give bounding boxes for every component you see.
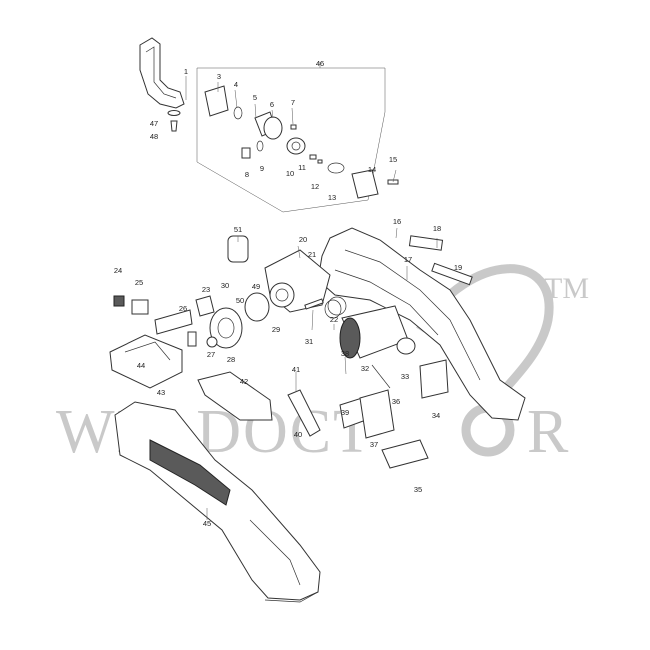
callout-16: 16 xyxy=(393,217,401,226)
part-rod-set xyxy=(287,359,449,469)
callout-36: 36 xyxy=(392,397,400,406)
callout-29: 29 xyxy=(272,325,280,334)
callout-26: 26 xyxy=(179,304,187,313)
callout-4: 4 xyxy=(234,80,238,89)
part-gear-head-set xyxy=(204,85,399,199)
watermark: WELDOCT R TM xyxy=(56,264,589,466)
callout-12: 12 xyxy=(311,182,319,191)
callout-7: 7 xyxy=(291,98,295,107)
callout-14: 14 xyxy=(368,165,376,174)
callout-27: 27 xyxy=(207,350,215,359)
part-main-housing xyxy=(317,227,526,421)
leader-lines xyxy=(185,62,438,520)
callout-21: 21 xyxy=(308,250,316,259)
callout-28: 28 xyxy=(227,355,235,364)
callout-32: 32 xyxy=(361,364,369,373)
callout-19: 19 xyxy=(454,263,462,272)
callout-13: 13 xyxy=(328,193,336,202)
callout-22: 22 xyxy=(330,315,338,324)
callout-42: 42 xyxy=(240,377,248,386)
watermark-swoosh xyxy=(416,264,554,413)
callout-41: 41 xyxy=(292,365,300,374)
callout-24: 24 xyxy=(114,266,122,275)
part-lever xyxy=(197,371,273,421)
callout-3: 3 xyxy=(217,72,221,81)
callout-43: 43 xyxy=(157,388,165,397)
callout-45: 45 xyxy=(203,519,211,528)
callout-1: 1 xyxy=(184,67,188,76)
callout-46: 46 xyxy=(316,59,324,68)
callout-31: 31 xyxy=(305,337,313,346)
callout-9: 9 xyxy=(260,164,264,173)
callout-23: 23 xyxy=(202,285,210,294)
callout-44: 44 xyxy=(137,361,145,370)
callout-50: 50 xyxy=(236,296,244,305)
callout-6: 6 xyxy=(270,100,274,109)
callout-33: 33 xyxy=(401,372,409,381)
callout-40: 40 xyxy=(294,430,302,439)
callout-39: 39 xyxy=(341,408,349,417)
watermark-tail: R xyxy=(527,398,570,466)
callout-38: 38 xyxy=(341,349,349,358)
part-housing-shell xyxy=(114,401,321,603)
callout-10: 10 xyxy=(286,169,294,178)
callout-37: 37 xyxy=(370,440,378,449)
part-small-components xyxy=(113,235,347,348)
watermark-text: WELDOCT xyxy=(56,398,373,466)
callout-49: 49 xyxy=(252,282,260,291)
part-gear-case xyxy=(209,249,331,349)
callout-25: 25 xyxy=(135,278,143,287)
callout-5: 5 xyxy=(253,93,257,102)
callout-labels: 1 3 4 5 6 7 8 9 10 11 12 13 14 15 16 17 … xyxy=(114,59,462,528)
callout-47: 47 xyxy=(150,119,158,128)
callout-11: 11 xyxy=(298,163,306,172)
part-hook-bracket xyxy=(139,37,185,132)
callout-51: 51 xyxy=(234,225,242,234)
callout-17: 17 xyxy=(404,255,412,264)
callout-18: 18 xyxy=(433,224,441,233)
callout-35: 35 xyxy=(414,485,422,494)
subassembly-outline xyxy=(196,67,386,213)
callout-34: 34 xyxy=(432,411,440,420)
part-motor xyxy=(324,299,416,359)
callout-20: 20 xyxy=(299,235,307,244)
callout-30: 30 xyxy=(221,281,229,290)
callout-15: 15 xyxy=(389,155,397,164)
callout-8: 8 xyxy=(245,170,249,179)
part-switch-base xyxy=(109,334,183,389)
callout-48: 48 xyxy=(150,132,158,141)
